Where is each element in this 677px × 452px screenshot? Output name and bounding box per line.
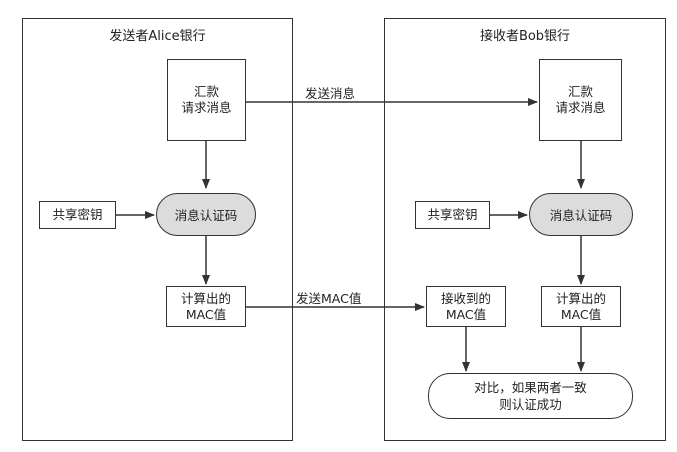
receiver-panel: 接收者Bob银行 (384, 18, 666, 441)
receiver-mac-algorithm: 消息认证码 (529, 193, 633, 236)
receiver-shared-key-label: 共享密钥 (427, 207, 478, 222)
receiver-computed-mac-box: 计算出的 MAC值 (541, 286, 621, 327)
receiver-computed-mac-line1: 计算出的 (555, 290, 606, 306)
send-mac-label: 发送MAC值 (296, 291, 362, 306)
receiver-message-line1: 汇款 (567, 84, 593, 99)
receiver-compare-line2: 则认证成功 (499, 397, 562, 412)
sender-message-line1: 汇款 (193, 84, 219, 99)
sender-message-line2: 请求消息 (181, 100, 232, 115)
sender-shared-key-label: 共享密钥 (52, 207, 103, 222)
sender-computed-mac-line2: MAC值 (185, 306, 227, 322)
sender-mac-algorithm-label: 消息认证码 (174, 208, 238, 223)
sender-computed-mac-line1: 计算出的 (180, 290, 231, 306)
sender-panel: 发送者Alice银行 (22, 18, 293, 441)
sender-shared-key-box: 共享密钥 (39, 201, 116, 229)
receiver-message-box: 汇款 请求消息 (539, 59, 622, 141)
sender-message-box: 汇款 请求消息 (167, 59, 246, 141)
receiver-received-mac-box: 接收到的 MAC值 (426, 286, 506, 327)
send-message-label: 发送消息 (305, 86, 356, 101)
sender-mac-algorithm: 消息认证码 (156, 193, 256, 236)
receiver-mac-algorithm-label: 消息认证码 (549, 208, 613, 223)
receiver-panel-title: 接收者Bob银行 (479, 29, 571, 44)
receiver-shared-key-box: 共享密钥 (415, 201, 490, 229)
sender-panel-title: 发送者Alice银行 (109, 29, 206, 44)
receiver-compare-node: 对比，如果两者一致 则认证成功 (428, 373, 633, 419)
sender-computed-mac-box: 计算出的 MAC值 (166, 286, 246, 327)
receiver-message-line2: 请求消息 (555, 100, 606, 115)
receiver-received-mac-line1: 接收到的 (440, 290, 491, 306)
receiver-compare-line1: 对比，如果两者一致 (474, 380, 587, 395)
receiver-computed-mac-line2: MAC值 (560, 306, 602, 322)
receiver-received-mac-line2: MAC值 (445, 306, 487, 322)
